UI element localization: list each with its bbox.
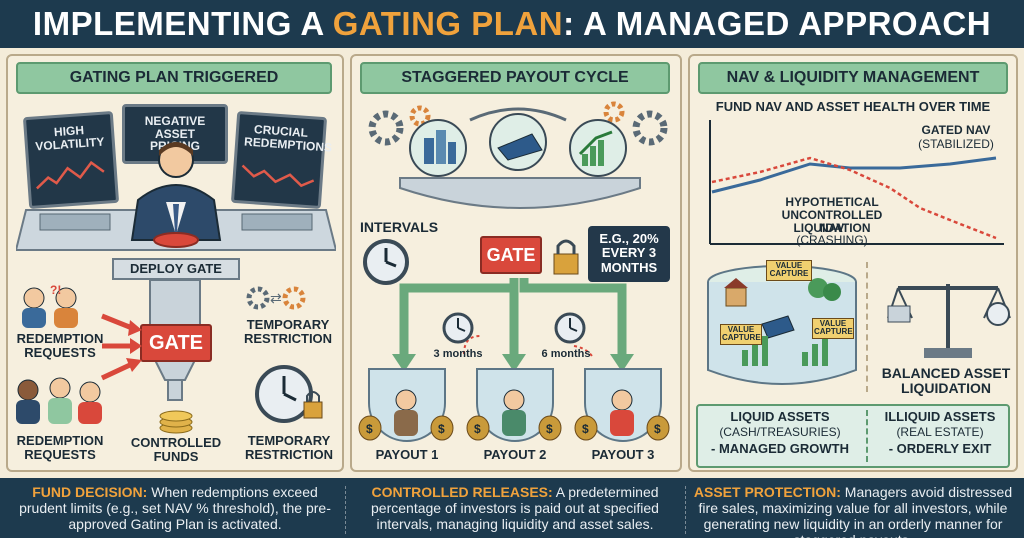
svg-text:$: $ (654, 422, 661, 436)
interval-6-months: 6 months (541, 348, 591, 360)
svg-text:?!: ?! (50, 284, 61, 297)
title-part2: GATING PLAN (332, 5, 564, 42)
payout-1-label: PAYOUT 1 (375, 447, 439, 462)
illiquid-assets-sub: (REAL ESTATE) (896, 425, 984, 439)
right-dashed-divider (866, 262, 868, 392)
bottom-bar (0, 478, 1024, 538)
svg-text:$: $ (438, 422, 445, 436)
svg-text:⇄: ⇄ (270, 290, 282, 306)
deploy-gate-label: DEPLOY GATE (112, 258, 240, 280)
balanced-liquidation-label: BALANCED ASSET LIQUIDATION (881, 365, 1011, 396)
controlled-releases-text: CONTROLLED RELEASES: A predetermined per… (350, 484, 680, 532)
inflow-arrows (100, 313, 142, 381)
svg-text:$: $ (546, 422, 553, 436)
middle-gate: GATE (480, 236, 542, 274)
right-panel (688, 54, 1018, 472)
coins-icon (159, 410, 193, 434)
title-bar: IMPLEMENTING A GATING PLAN : A MANAGED A… (0, 0, 1024, 48)
right-header: NAV & LIQUIDITY MANAGEMENT (698, 62, 1008, 94)
clock-icon-small (442, 312, 474, 344)
gears-icon: ⇄ (246, 286, 306, 310)
left-header: GATING PLAN TRIGGERED (16, 62, 332, 94)
value-capture-tag-1: VALUE CAPTURE (766, 260, 812, 281)
uncontrolled-nav-line (711, 156, 997, 240)
controlled-releases-heading: CONTROLLED RELEASES: (371, 484, 553, 500)
hypothetical-sub: (CRASHING) (796, 233, 868, 247)
svg-text:$: $ (582, 422, 589, 436)
controlled-releases-body: A predetermined percentage of investors … (371, 484, 659, 533)
liquid-assets-sub: (CASH/TREASURIES) (719, 425, 841, 439)
gated-nav-line (711, 156, 997, 194)
investors-group-top: ?! (22, 284, 78, 328)
svg-text:$: $ (366, 422, 373, 436)
interval-note: E.G., 20% EVERY 3 MONTHS (588, 226, 670, 282)
balance-scale-icon (887, 284, 1011, 358)
hypothetical-label-3: NAV (819, 221, 845, 235)
liquid-assets-note: - MANAGED GROWTH (711, 441, 849, 456)
temporary-restriction-bottom: TEMPORARY RESTRICTION (244, 433, 334, 462)
hypothetical-label-1: HYPOTHETICAL (785, 195, 879, 209)
illiquid-assets-note: - ORDERLY EXIT (888, 441, 992, 456)
fund-decision-body: When redemptions exceed prudent limits (… (19, 484, 331, 533)
asset-box-divider (866, 410, 868, 462)
middle-header: STAGGERED PAYOUT CYCLE (360, 62, 670, 94)
investors-with-money-bags: $ $ $ $ $ $ (358, 389, 670, 441)
monitor-crucial-redemptions: CRUCIAL REDEMPTIONS (230, 110, 333, 210)
value-capture-tag-2: VALUE CAPTURE (720, 324, 762, 345)
asset-protection-heading: ASSET PROTECTION: (693, 484, 841, 500)
trend-icon (241, 164, 315, 188)
trader-desk-illustration (16, 142, 336, 251)
assets-top-illustration (368, 101, 668, 209)
gated-nav-label: GATED NAV (921, 123, 991, 137)
liquid-assets-title: LIQUID ASSETS (730, 409, 830, 424)
title-part1: IMPLEMENTING A (32, 5, 325, 42)
redemption-requests-bottom: REDEMPTION REQUESTS (16, 433, 104, 462)
interval-3-months: 3 months (433, 348, 483, 360)
clock-icon (363, 239, 409, 285)
asset-protection-body: Managers avoid distressed fire sales, ma… (698, 484, 1013, 538)
title-part3: : A MANAGED APPROACH (563, 5, 992, 42)
chart-title: FUND NAV AND ASSET HEALTH OVER TIME (715, 99, 991, 114)
redemption-requests-top: REDEMPTION REQUESTS (16, 331, 104, 360)
payout-2-label: PAYOUT 2 (483, 447, 547, 462)
controlled-funds-label: CONTROLLED FUNDS (130, 435, 222, 464)
payout-arrows (392, 278, 634, 372)
gated-nav-sub: (STABILIZED) (918, 137, 994, 151)
fund-decision-heading: FUND DECISION: (32, 484, 148, 500)
svg-text:$: $ (474, 422, 481, 436)
trend-icon (36, 161, 105, 190)
intervals-label: INTERVALS (360, 219, 439, 235)
padlock-icon (553, 239, 579, 275)
value-capture-tag-3: VALUE CAPTURE (812, 318, 854, 339)
fund-decision-text: FUND DECISION: When redemptions exceed p… (8, 484, 342, 532)
clock-lock-icon (255, 365, 323, 423)
liquid-assets-box (696, 404, 1010, 468)
hypothetical-label-2: UNCONTROLLED LIQUIDATION (781, 208, 883, 235)
left-gate: GATE (140, 324, 212, 362)
asset-container-illustration (707, 265, 857, 385)
bottom-divider-1 (345, 486, 346, 534)
monitor-high-volatility: HIGH VOLATILITY (22, 110, 120, 210)
bottom-divider-2 (685, 486, 686, 534)
nav-chart (709, 120, 1004, 245)
clock-icon-small (554, 312, 586, 344)
investors-group-bottom (16, 377, 102, 424)
payout-3-label: PAYOUT 3 (591, 447, 655, 462)
temporary-restriction-top: TEMPORARY RESTRICTION (243, 317, 333, 346)
illiquid-assets-title: ILLIQUID ASSETS (884, 409, 996, 424)
asset-protection-text: ASSET PROTECTION: Managers avoid distres… (690, 484, 1016, 538)
